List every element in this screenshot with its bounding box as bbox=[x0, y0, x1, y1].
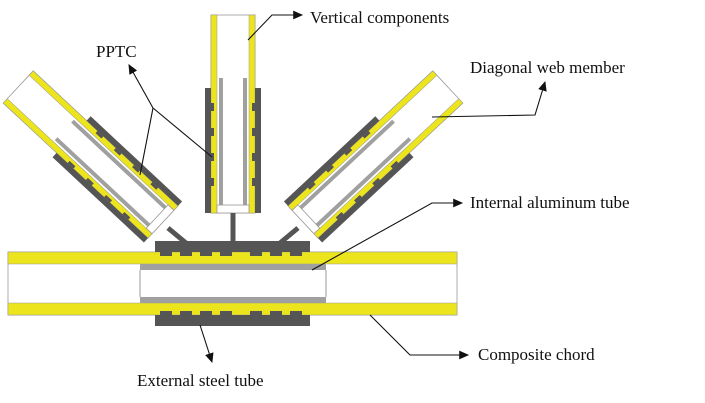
connector-plates bbox=[166, 213, 300, 245]
label-external-steel-tube: External steel tube bbox=[137, 371, 264, 390]
left-diagonal-member bbox=[0, 65, 183, 243]
label-vertical-components: Vertical components bbox=[310, 8, 449, 27]
external-steel-tube bbox=[155, 241, 310, 326]
right-diagonal-member bbox=[283, 65, 468, 243]
internal-aluminum-tube bbox=[139, 264, 327, 303]
label-diagonal-web-member: Diagonal web member bbox=[470, 58, 625, 77]
leader-lines bbox=[128, 10, 547, 364]
composite-chord bbox=[7, 251, 458, 316]
label-composite-chord: Composite chord bbox=[478, 345, 595, 364]
label-internal-aluminum-tube: Internal aluminum tube bbox=[470, 193, 630, 212]
label-pptc: PPTC bbox=[96, 42, 137, 61]
vertical-member bbox=[204, 14, 262, 214]
